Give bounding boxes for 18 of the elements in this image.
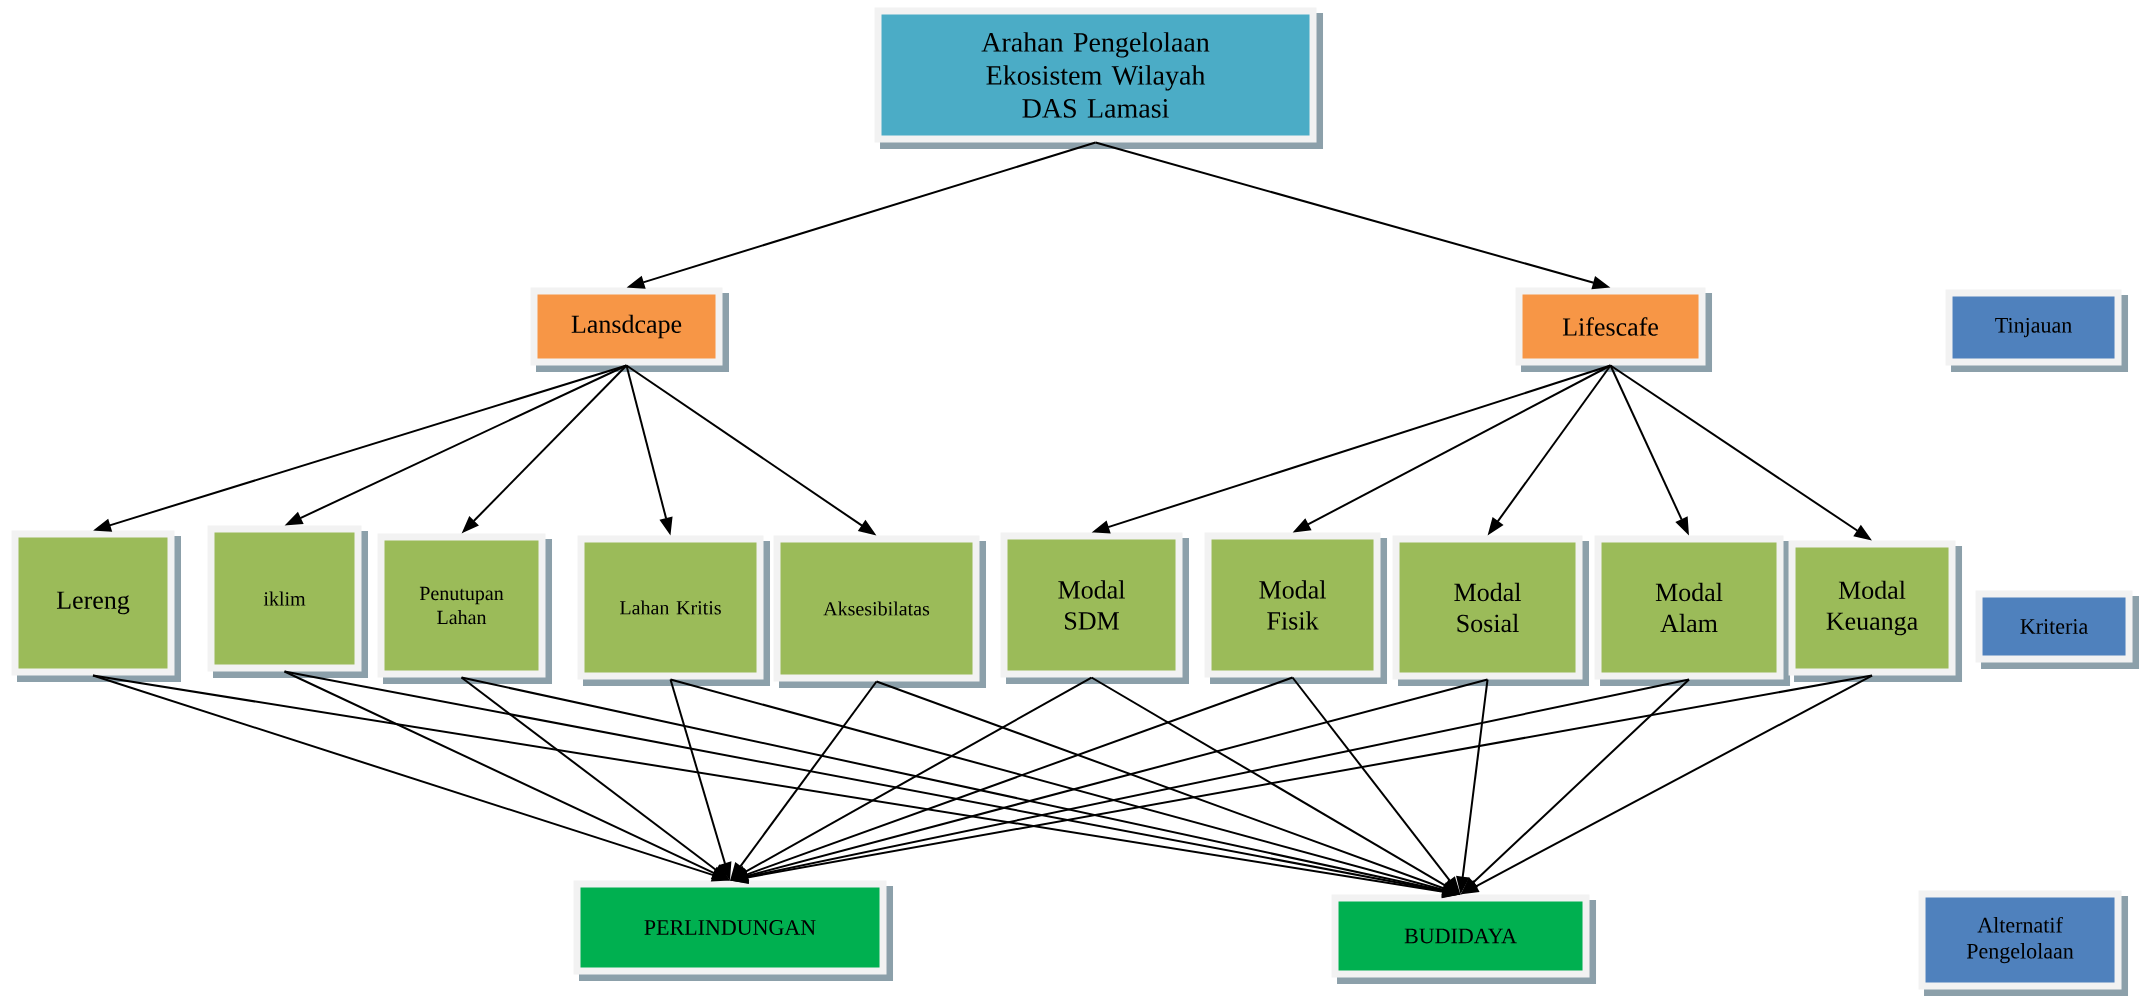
category-box: Lifescafe (1515, 287, 1712, 372)
criterion-box: Modal Keuanga (1788, 540, 1963, 682)
criterion-box: Lahan Kritis (577, 535, 770, 686)
alternative-box: PERLINDUNGAN (573, 880, 893, 981)
criterion-box: Aksesibilatas (773, 535, 986, 688)
level-box: Kriteria (1975, 590, 2140, 669)
level-box: Tinjauan (1945, 289, 2129, 372)
criterion-box: Modal Alam (1594, 535, 1790, 686)
criterion-box: Modal SDM (1000, 532, 1189, 684)
criterion-box: Modal Sosial (1392, 535, 1589, 686)
category-box: Lansdcape (530, 287, 729, 372)
criterion-box: Modal Fisik (1204, 532, 1387, 684)
criterion-box: iklim (207, 525, 368, 678)
criterion-box: Penutupan Lahan (377, 533, 552, 684)
level-box: Alternatif Pengelolaan (1918, 890, 2129, 996)
alternative-box: BUDIDAYA (1331, 894, 1596, 984)
title-box: Arahan Pengelolaan Ekosistem Wilayah DAS Lamasi (874, 7, 1323, 149)
criterion-box: Lereng (11, 530, 181, 682)
